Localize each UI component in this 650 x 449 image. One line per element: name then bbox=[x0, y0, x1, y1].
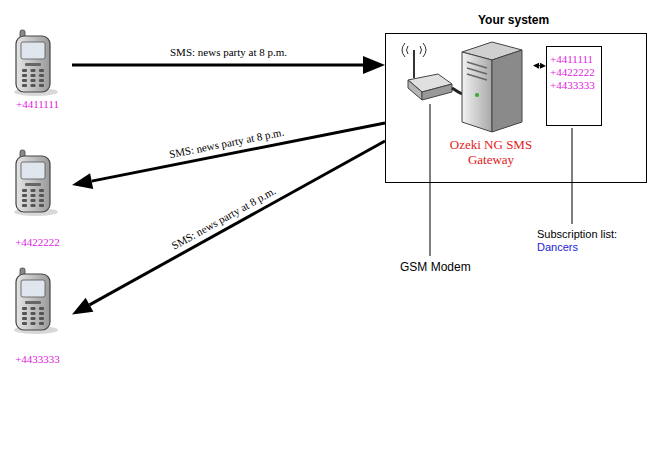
node-text: +4433333 bbox=[3, 353, 72, 365]
node-text: Your system bbox=[478, 13, 549, 27]
connector-arrow bbox=[72, 141, 385, 315]
gateway-server: Ozeki NG SMS Gateway bbox=[449, 39, 533, 171]
connector-line bbox=[72, 63, 363, 66]
gsm-modem-icon bbox=[402, 43, 462, 100]
edge-label: SMS: news party at 8 p.m. bbox=[167, 184, 279, 253]
node-text: +4422222 bbox=[3, 236, 72, 248]
phone-node: +4411111 bbox=[3, 28, 72, 110]
leader-line bbox=[430, 104, 431, 256]
arrow-head bbox=[72, 298, 93, 315]
callout-label: GSM Modem bbox=[400, 260, 471, 274]
leader-line bbox=[572, 128, 573, 224]
subscription-list-box: +4411111+4422222+4433333 bbox=[546, 46, 602, 126]
phone-node: +4422222 bbox=[3, 148, 72, 248]
node-text: Ozeki NG SMS Gateway bbox=[449, 137, 533, 167]
connector-arrow bbox=[533, 63, 546, 69]
phone-icon bbox=[14, 268, 58, 334]
phone-node: +4433333 bbox=[3, 268, 72, 365]
connector-line bbox=[89, 141, 385, 305]
callout-label: Dancers bbox=[537, 241, 578, 253]
connector-arrow bbox=[72, 123, 385, 189]
arrow-head bbox=[72, 173, 93, 189]
arrow-head bbox=[363, 56, 385, 74]
connector-line bbox=[92, 123, 385, 181]
server-icon bbox=[462, 42, 522, 132]
connector-arrow bbox=[72, 56, 385, 74]
node-text: +4433333 bbox=[550, 79, 598, 92]
connector-line bbox=[539, 65, 540, 66]
system-box: Your systemOzeki NG SMS Gateway+4411111+… bbox=[385, 33, 647, 183]
node-text: +4411111 bbox=[3, 98, 72, 110]
arrow-head bbox=[533, 63, 539, 69]
node-text: +4411111 bbox=[550, 53, 598, 66]
callout-label: Subscription list: bbox=[537, 228, 617, 240]
phone-icon bbox=[14, 30, 58, 96]
node-text: +4422222 bbox=[550, 66, 598, 79]
phone-icon bbox=[14, 150, 58, 216]
edge-label: SMS: news party at 8 p.m. bbox=[168, 46, 289, 58]
